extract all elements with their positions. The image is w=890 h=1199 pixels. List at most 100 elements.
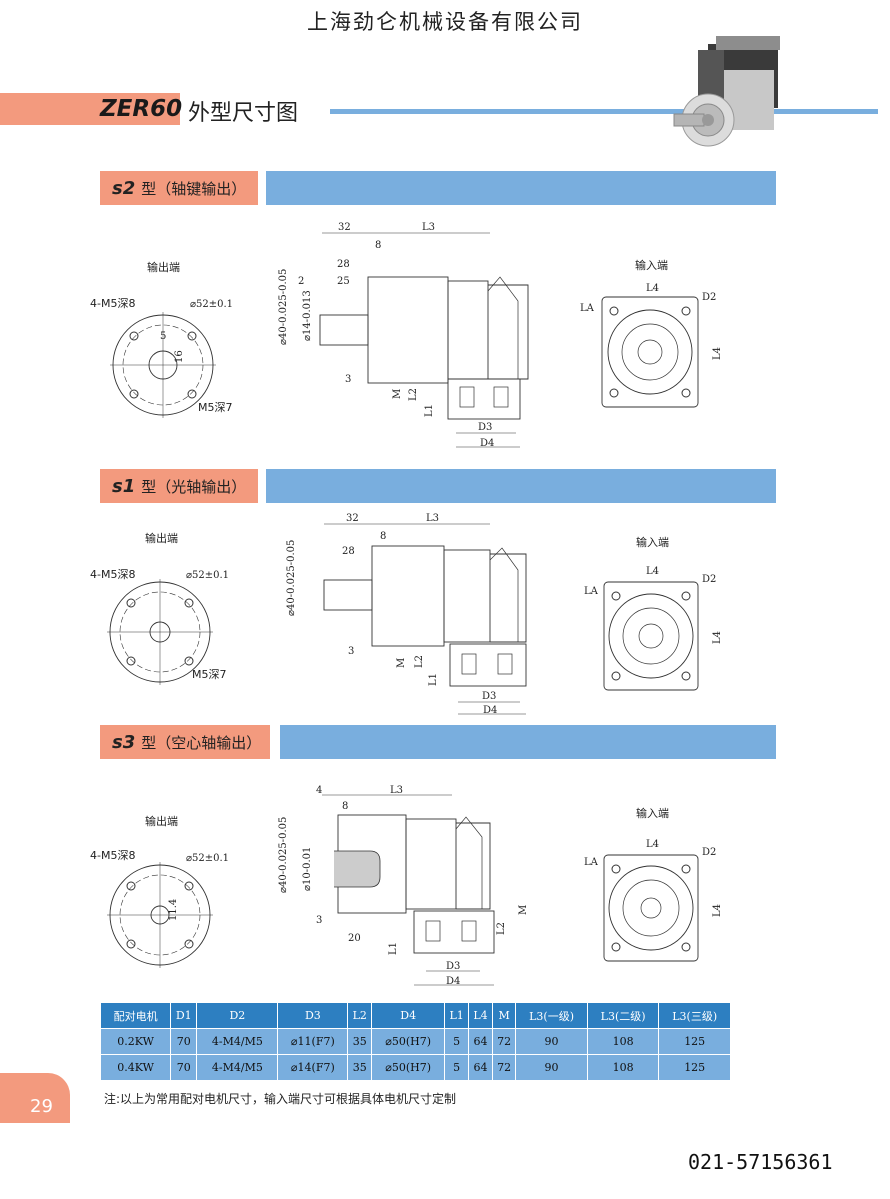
table-cell: 5 (444, 1054, 470, 1081)
dim-m: M (396, 658, 407, 668)
tap-label: M5深7 (192, 668, 227, 681)
dim-4: 4 (316, 785, 322, 796)
dim-l1: L1 (424, 404, 435, 417)
input-end-label: 输入端 (635, 258, 668, 272)
col-header: 配对电机 (99, 1002, 172, 1029)
table-cell: 108 (586, 1028, 660, 1055)
section-bar-s3 (280, 725, 776, 759)
dim-3: 3 (345, 374, 351, 385)
output-end-label: 输出端 (147, 260, 180, 274)
table-cell: 72 (491, 1028, 517, 1055)
dim-m: M (392, 389, 403, 399)
gearbox-product-image (673, 36, 780, 147)
dim-l4-top: L4 (646, 283, 659, 294)
dim-d2: D2 (702, 574, 716, 585)
drawing-s3: 输出端 4-M5深8 ⌀52±0.1 11.4 4 8 L3 ⌀40-0.025… (90, 785, 723, 987)
dim-l4-side: L4 (712, 347, 723, 360)
col-header: D3 (277, 1002, 349, 1029)
dim-la: LA (584, 586, 599, 597)
dim-28: 28 (337, 259, 350, 270)
shaft-dia-s2-label: ⌀14-0.013 (302, 290, 313, 341)
col-header: L3(三级) (658, 1002, 731, 1029)
dim-l3: L3 (426, 513, 439, 524)
section-code: s3 (112, 731, 136, 753)
output-end-label: 输出端 (145, 531, 178, 545)
shaft-dia-label: ⌀40-0.025-0.05 (278, 817, 289, 893)
input-end-label: 输入端 (636, 535, 669, 549)
table-cell: 5 (444, 1028, 470, 1055)
bolt-holes-label: 4-M5深8 (90, 297, 135, 310)
dim-l1: L1 (388, 942, 399, 955)
table-cell: 4-M4/M5 (196, 1028, 279, 1055)
dim-20: 20 (348, 933, 361, 944)
page-tab (0, 1073, 70, 1123)
dim-28: 28 (342, 546, 355, 557)
dim-11-4: 11.4 (168, 899, 179, 921)
dim-l3: L3 (390, 785, 403, 796)
section-label: 型（空心轴输出） (141, 733, 262, 752)
dim-25: 25 (337, 276, 350, 287)
section-label: 型（光轴输出） (141, 477, 247, 496)
section-code: s1 (112, 475, 136, 497)
table-cell: 72 (491, 1054, 517, 1081)
col-header: D1 (170, 1002, 198, 1029)
dim-l3: L3 (422, 222, 435, 233)
dim-l2: L2 (414, 655, 425, 668)
pcd-label: ⌀52±0.1 (190, 299, 233, 310)
col-header: L3(一级) (515, 1002, 588, 1029)
dim-l4-side: L4 (712, 904, 723, 917)
pcd-label: ⌀52±0.1 (186, 570, 229, 581)
section-header-s2: s2 型（轴键输出） (100, 171, 258, 205)
col-header: D2 (196, 1002, 279, 1029)
table-cell: 108 (586, 1054, 660, 1081)
dim-l2: L2 (496, 922, 507, 935)
table-cell: 35 (347, 1028, 373, 1055)
dim-l4-side: L4 (712, 631, 723, 644)
dim-d4: D4 (446, 976, 460, 987)
dim-d3: D3 (478, 422, 492, 433)
dim-3: 3 (348, 646, 354, 657)
table-cell: 90 (515, 1028, 588, 1055)
dim-d4: D4 (480, 438, 494, 449)
table-cell: ⌀50(H7) (371, 1028, 446, 1055)
title-rule (330, 109, 878, 114)
dim-8: 8 (342, 801, 348, 812)
table-cell: ⌀11(F7) (277, 1028, 349, 1055)
dim-l4-top: L4 (646, 839, 659, 850)
spec-table: 配对电机 D1 D2 D3 L2 D4 L1 L4 M L3(一级) L3(二级… (99, 1002, 731, 1081)
table-row: 0.4KW 70 4-M4/M5 ⌀14(F7) 35 ⌀50(H7) 5 64… (99, 1054, 731, 1081)
col-header: L4 (468, 1002, 493, 1029)
table-row: 0.2KW 70 4-M4/M5 ⌀11(F7) 35 ⌀50(H7) 5 64… (99, 1028, 731, 1055)
section-code: s2 (112, 177, 136, 199)
model-code: ZER60 (100, 96, 183, 122)
dim-d3: D3 (482, 691, 496, 702)
dim-32: 32 (346, 513, 359, 524)
shaft-dia-label: ⌀40-0.025-0.05 (278, 269, 289, 345)
dim-d4: D4 (483, 705, 497, 716)
shaft-dia-label: ⌀40-0.025-0.05 (286, 540, 297, 616)
tap-label: M5深7 (198, 401, 233, 414)
dim-8: 8 (380, 531, 386, 542)
phone-number: 021-57156361 (688, 1150, 833, 1174)
company-name: 上海劲仑机械设备有限公司 (307, 10, 583, 34)
table-header-row: 配对电机 D1 D2 D3 L2 D4 L1 L4 M L3(一级) L3(二级… (99, 1002, 731, 1029)
dim-l2: L2 (408, 388, 419, 401)
col-header: M (491, 1002, 517, 1029)
table-cell: 90 (515, 1054, 588, 1081)
dim-m: M (518, 905, 529, 915)
table-cell: 35 (347, 1054, 373, 1081)
dim-2: 2 (298, 276, 304, 287)
col-header: L1 (444, 1002, 470, 1029)
table-cell: 64 (468, 1054, 493, 1081)
table-cell: 0.4KW (99, 1054, 172, 1081)
section-header-s3: s3 型（空心轴输出） (100, 725, 270, 759)
table-cell: 70 (170, 1028, 198, 1055)
drawing-s2: 输出端 4-M5深8 ⌀52±0.1 5 16 M5深7 32 8 L3 28 … (90, 222, 723, 449)
dim-3: 3 (316, 915, 322, 926)
table-cell: 4-M4/M5 (196, 1054, 279, 1081)
section-header-s1: s1 型（光轴输出） (100, 469, 258, 503)
bolt-holes-label: 4-M5深8 (90, 849, 135, 862)
table-cell: 125 (658, 1028, 731, 1055)
dim-la: LA (580, 303, 595, 314)
section-bar-s1 (266, 469, 776, 503)
